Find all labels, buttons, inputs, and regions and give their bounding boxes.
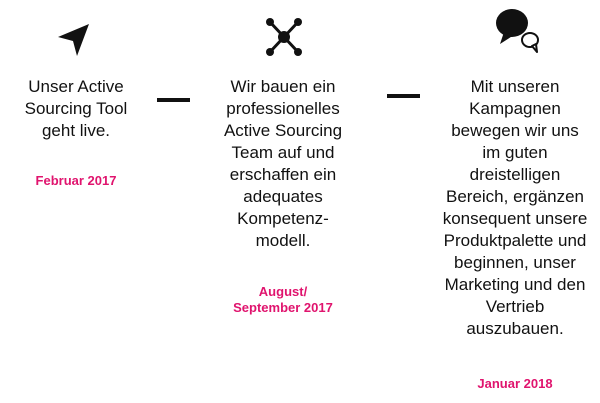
timeline-step-3: Mit unseren Kampagnen bewegen wir uns im… bbox=[430, 0, 600, 403]
step-3-text: Mit unseren Kampagnen bewegen wir uns im… bbox=[442, 77, 588, 338]
paper-plane-icon bbox=[58, 24, 89, 56]
network-icon bbox=[266, 18, 302, 56]
timeline-connector-1 bbox=[157, 98, 190, 102]
step-1-date: Februar 2017 bbox=[35, 173, 117, 188]
step-2-date: August/ September 2017 bbox=[233, 284, 333, 315]
step-3-date: Januar 2018 bbox=[477, 376, 553, 391]
timeline-connector-2 bbox=[387, 94, 420, 98]
timeline-step-2: Wir bauen ein professionelles Active Sou… bbox=[203, 0, 363, 403]
chat-bubbles-icon bbox=[496, 9, 539, 53]
step-2-text: Wir bauen ein professionelles Active Sou… bbox=[223, 77, 343, 250]
step-1-text: Unser Active Sourcing Tool geht live. bbox=[24, 77, 128, 140]
timeline-step-1: Unser Active Sourcing Tool geht live. Fe… bbox=[0, 0, 152, 403]
